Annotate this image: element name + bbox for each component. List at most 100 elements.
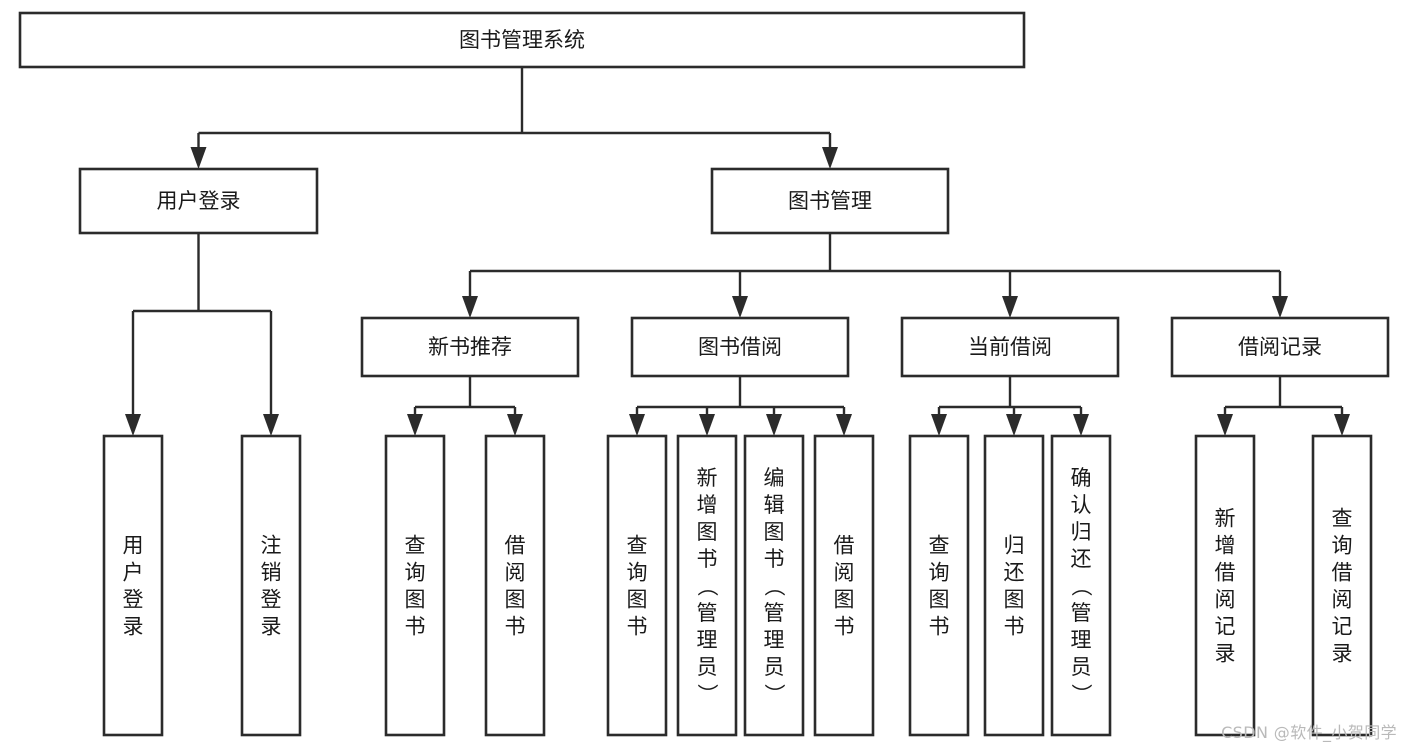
node-label-char: ） — [695, 684, 719, 705]
node-label-char: 注 — [261, 534, 282, 558]
node-label-char: 阅 — [1215, 588, 1236, 612]
node-label-char: 归 — [1071, 520, 1092, 544]
edge-arrowhead — [699, 414, 715, 436]
node-label-char: 书 — [627, 615, 648, 639]
node-label-char: 理 — [1071, 628, 1092, 652]
edge-arrowhead — [766, 414, 782, 436]
node-label-char: 增 — [697, 493, 718, 517]
edge-group-book-management — [462, 233, 1288, 318]
node-box — [900, 316, 1120, 378]
node-label-char: 录 — [261, 615, 282, 639]
node-root[interactable]: 图书管理系统 — [18, 11, 1026, 69]
node-box — [360, 316, 580, 378]
node-label-char: 图 — [505, 588, 526, 612]
edge-arrowhead — [931, 414, 947, 436]
node-label-char: 查 — [405, 534, 426, 558]
node-label-char: 辑 — [764, 493, 785, 517]
node-leaf-user-login[interactable]: 用户登录 — [102, 434, 164, 737]
node-box — [630, 316, 850, 378]
node-label-char: 图 — [929, 588, 950, 612]
edge-arrowhead — [822, 147, 838, 169]
node-label-char: 查 — [929, 534, 950, 558]
node-label-char: 书 — [1004, 615, 1025, 639]
node-current-borrow[interactable]: 当前借阅 — [900, 316, 1120, 378]
node-book-borrow[interactable]: 图书借阅 — [630, 316, 850, 378]
node-label-char: 新 — [697, 466, 718, 490]
node-label-char: 员 — [1071, 655, 1092, 679]
node-box — [1194, 434, 1256, 737]
node-label-char: 录 — [1332, 642, 1353, 666]
edge-group-book-borrow — [629, 376, 852, 436]
node-label-char: 录 — [1215, 642, 1236, 666]
node-borrow-record[interactable]: 借阅记录 — [1170, 316, 1390, 378]
node-label: 图书管理 — [788, 189, 872, 213]
node-label-char: （ — [1069, 576, 1093, 597]
node-box — [240, 434, 302, 737]
node-label-char: 阅 — [505, 561, 526, 585]
node-label-char: 书 — [764, 547, 785, 571]
node-label-char: 增 — [1215, 534, 1236, 558]
node-box — [18, 11, 1026, 69]
edge-arrowhead — [836, 414, 852, 436]
watermark-text: CSDN @软件_小贺同学 — [1221, 723, 1397, 742]
node-label-char: 记 — [1215, 615, 1236, 639]
node-label-char: 理 — [764, 628, 785, 652]
node-book-management[interactable]: 图书管理 — [710, 167, 950, 235]
node-label-char: 询 — [627, 561, 648, 585]
node-box — [1311, 434, 1373, 737]
node-label-char: 询 — [1332, 534, 1353, 558]
node-new-book-recommend[interactable]: 新书推荐 — [360, 316, 580, 378]
edge-arrowhead — [263, 414, 279, 436]
node-label-char: 借 — [1332, 561, 1353, 585]
node-label-char: 图 — [1004, 588, 1025, 612]
node-box — [102, 434, 164, 737]
node-label-char: 书 — [834, 615, 855, 639]
nodes-layer: 图书管理系统用户登录图书管理新书推荐图书借阅当前借阅借阅记录用户登录注销登录查询… — [18, 11, 1390, 737]
node-label-char: （ — [762, 576, 786, 597]
edges-layer — [125, 67, 1350, 436]
edge-arrowhead — [1217, 414, 1233, 436]
node-label-char: 确 — [1071, 466, 1092, 490]
node-label-char: 户 — [123, 561, 144, 585]
node-box — [983, 434, 1045, 737]
node-label-char: 图 — [405, 588, 426, 612]
node-label: 当前借阅 — [968, 335, 1052, 359]
node-label-char: ） — [1069, 684, 1093, 705]
node-label-char: 管 — [1071, 601, 1092, 625]
node-label: 图书借阅 — [698, 335, 782, 359]
node-label-char: 理 — [697, 628, 718, 652]
edge-group-current-borrow — [931, 376, 1089, 436]
node-box — [384, 434, 446, 737]
node-user-login[interactable]: 用户登录 — [78, 167, 319, 235]
node-label: 图书管理系统 — [459, 28, 585, 52]
edge-arrowhead — [1334, 414, 1350, 436]
edge-arrowhead — [407, 414, 423, 436]
node-label-char: 书 — [405, 615, 426, 639]
node-label-char: 还 — [1004, 561, 1025, 585]
edge-arrowhead — [732, 296, 748, 318]
node-label-char: 管 — [697, 601, 718, 625]
edge-arrowhead — [1002, 296, 1018, 318]
node-label-char: 书 — [505, 615, 526, 639]
node-label-char: 询 — [405, 561, 426, 585]
node-label-char: 管 — [764, 601, 785, 625]
node-label-char: 归 — [1004, 534, 1025, 558]
node-label-char: 还 — [1071, 547, 1092, 571]
edge-arrowhead — [1073, 414, 1089, 436]
node-box — [743, 434, 805, 737]
node-label-char: 查 — [627, 534, 648, 558]
node-label-char: 询 — [929, 561, 950, 585]
